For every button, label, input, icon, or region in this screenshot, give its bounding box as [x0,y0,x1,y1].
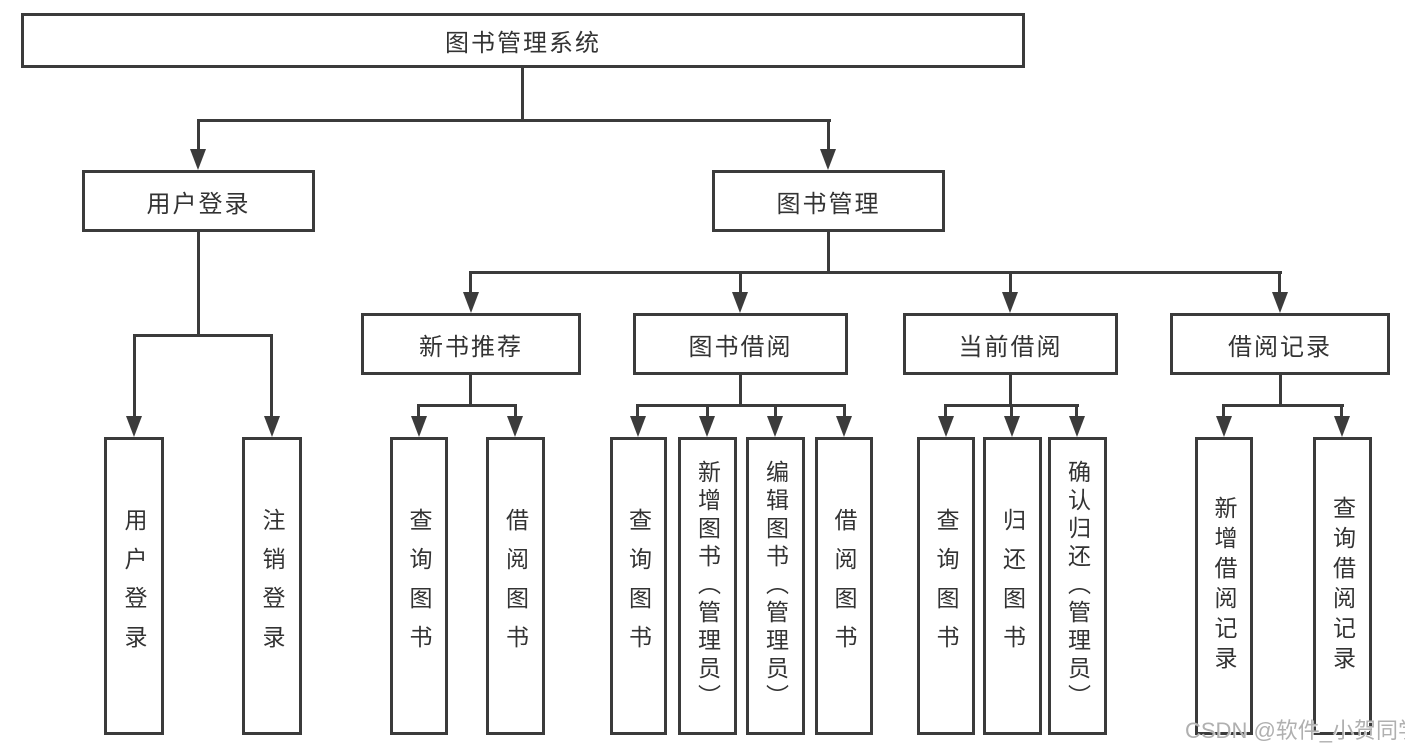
connector [417,404,517,407]
connector [706,407,709,416]
connector [133,337,136,416]
arrow-down [1272,292,1288,313]
arrow-down [938,416,954,437]
connector [521,68,524,122]
leaf-query-books-3: 查询图书 [917,437,975,735]
node-user-login: 用户登录 [82,170,315,232]
connector [827,232,830,274]
connector [1340,407,1343,416]
arrow-down [1004,416,1020,437]
arrow-down [1216,416,1232,437]
csdn-watermark: CSDN @软件_小贺同学 [1185,718,1405,743]
leaf-borrow-books-2: 借阅图书 [815,437,873,735]
arrow-down [820,149,836,170]
arrow-down [836,416,852,437]
connector [197,122,200,149]
arrow-down [767,416,783,437]
connector [1278,274,1281,292]
connector [1009,375,1012,407]
leaf-logout: 注销登录 [242,437,302,735]
arrow-down [732,292,748,313]
arrow-down [507,416,523,437]
connector [197,119,831,122]
leaf-borrow-books-1: 借阅图书 [486,437,545,735]
connector [1075,407,1078,416]
connector [469,274,472,292]
leaf-add-books-admin: 新增图书（管理员） [678,437,737,735]
arrow-down [1069,416,1085,437]
arrow-down [1002,292,1018,313]
arrow-down [264,416,280,437]
connector [1222,407,1225,416]
leaf-query-borrow-record: 查询借阅记录 [1313,437,1372,735]
connector [1010,407,1013,416]
node-borrowing-records: 借阅记录 [1170,313,1390,375]
node-book-management: 图书管理 [712,170,945,232]
leaf-return-books: 归还图书 [983,437,1042,735]
connector [1222,404,1344,407]
arrow-down [463,292,479,313]
arrow-down [1334,416,1350,437]
connector [636,404,846,407]
leaf-confirm-return-admin: 确认归还（管理员） [1048,437,1107,735]
connector [739,375,742,407]
connector [774,407,777,416]
node-book-borrowing: 图书借阅 [633,313,848,375]
arrow-down [630,416,646,437]
connector [133,334,273,337]
connector [469,271,1282,274]
connector [636,407,639,416]
leaf-query-books-1: 查询图书 [390,437,448,735]
node-current-borrowing: 当前借阅 [903,313,1118,375]
connector [843,407,846,416]
node-new-book-recommendation: 新书推荐 [361,313,581,375]
arrow-down [411,416,427,437]
connector [514,407,517,416]
connector [827,122,830,149]
leaf-query-books-2: 查询图书 [610,437,667,735]
connector [944,404,1079,407]
leaf-add-borrow-record: 新增借阅记录 [1195,437,1253,735]
node-root-library-system: 图书管理系统 [21,13,1025,68]
arrow-down [699,416,715,437]
connector [1279,375,1282,407]
arrow-down [190,149,206,170]
connector [469,375,472,407]
connector [1009,274,1012,292]
connector [739,274,742,292]
connector [417,407,420,416]
arrow-down [126,416,142,437]
connector [270,337,273,416]
leaf-user-login: 用户登录 [104,437,164,735]
connector [944,407,947,416]
connector [197,232,200,337]
leaf-edit-books-admin: 编辑图书（管理员） [746,437,805,735]
